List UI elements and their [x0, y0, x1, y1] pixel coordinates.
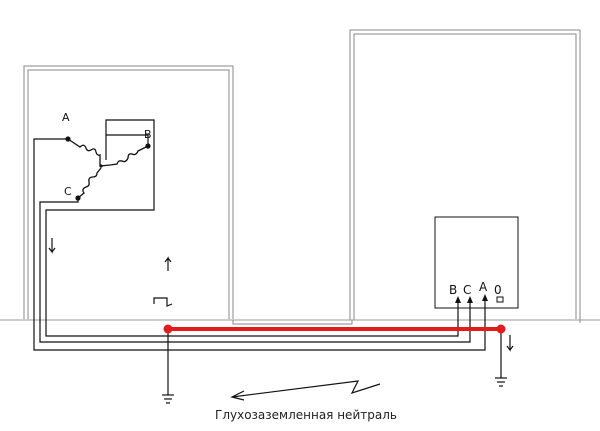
- arrow-icon: [455, 296, 461, 303]
- label-gen-b: B: [144, 128, 152, 141]
- arrow-icon: [48, 238, 56, 254]
- connector-block: [232, 320, 353, 325]
- ground-icon: [495, 377, 507, 387]
- wire-phase-c: [39, 198, 471, 343]
- wire-phase-a: [33, 138, 486, 351]
- ground-icon: [162, 394, 174, 404]
- phase-wires: [33, 119, 502, 395]
- terminal-0-marker: [496, 296, 504, 303]
- consumer-panel: [434, 216, 519, 309]
- arrow-icon: [482, 294, 488, 301]
- arrow-icon: [506, 335, 514, 352]
- label-gen-c: C: [64, 185, 72, 198]
- neutral-node-right: [496, 324, 506, 334]
- generator-star: [67, 138, 149, 199]
- consumer-building: [349, 29, 581, 323]
- generator-building: [23, 65, 234, 319]
- coil-icon: [67, 138, 101, 166]
- label-term-b: B: [449, 283, 457, 297]
- wire-phase-b: [45, 119, 459, 337]
- arrow-icon: [467, 296, 473, 303]
- label-term-c: C: [463, 283, 471, 297]
- neutral-zigzag: [153, 297, 173, 307]
- caption-pointer-arrow: [230, 380, 381, 401]
- diagram-caption: Глухозаземленная нейтраль: [215, 408, 397, 422]
- coil-icon: [77, 167, 102, 199]
- label-term-0: 0: [494, 283, 502, 297]
- arrow-icon: [164, 256, 172, 271]
- neutral-node-left: [163, 324, 173, 334]
- star-point-dot: [99, 164, 103, 168]
- label-gen-a: A: [62, 111, 70, 124]
- direction-arrows: [48, 238, 514, 352]
- coil-icon: [109, 145, 149, 166]
- terminal-arrows: [455, 294, 488, 303]
- label-term-a: A: [479, 280, 488, 294]
